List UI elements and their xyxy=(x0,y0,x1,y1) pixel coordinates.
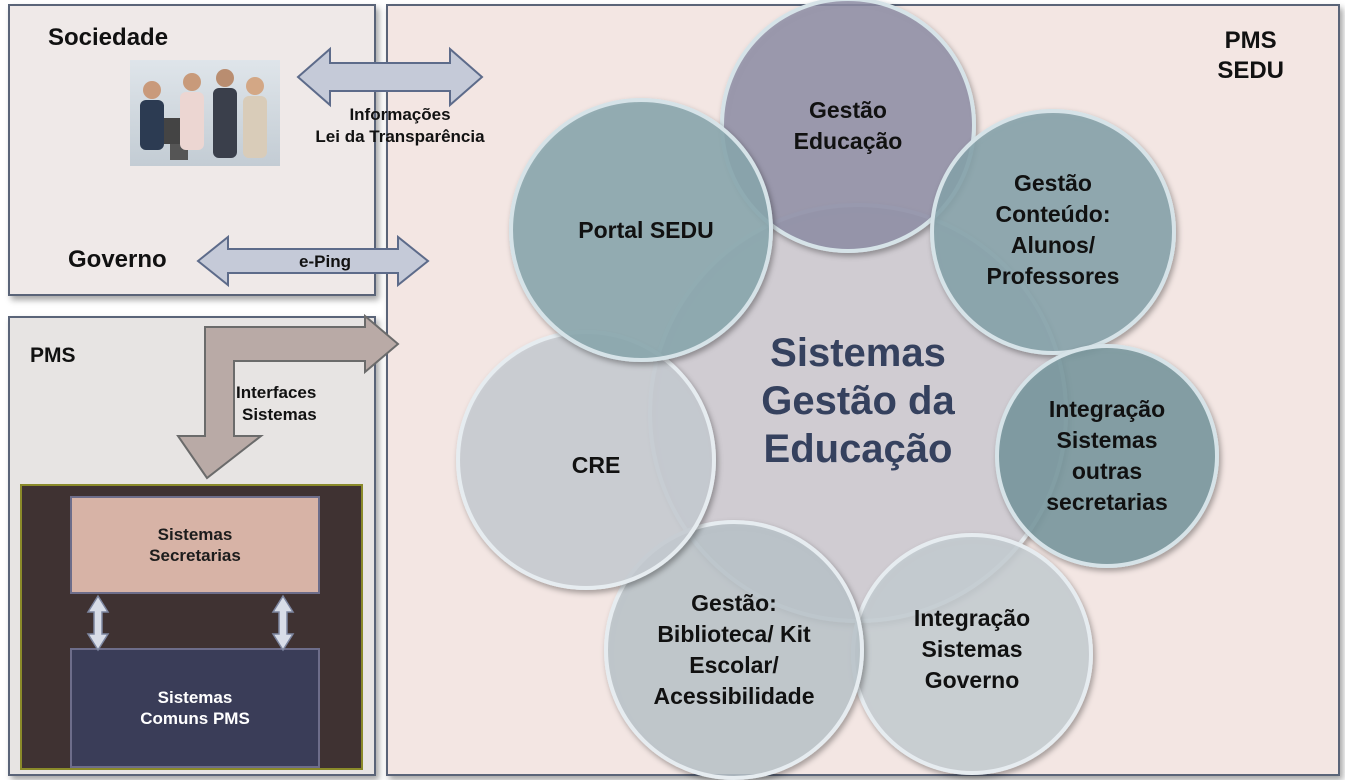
info-line2: Lei da Transparência xyxy=(315,127,485,146)
circle-integracao-secretarias xyxy=(995,344,1219,568)
sedu-title-line2: SEDU xyxy=(1217,57,1284,84)
right-vertical-double-arrow xyxy=(271,594,295,652)
gc-line4: Professores xyxy=(986,263,1120,289)
interfaces-line2: Sistemas xyxy=(242,405,317,424)
sedu-title: PMS SEDU xyxy=(1217,26,1284,86)
center-line2: Gestão da xyxy=(761,379,955,423)
gb-line1: Gestão: xyxy=(691,590,777,616)
gb-line3: Escolar/ xyxy=(689,652,779,678)
center-line3: Educação xyxy=(763,427,953,471)
box-sec-line2: Secretarias xyxy=(149,546,241,565)
informacoes-double-arrow xyxy=(296,46,484,108)
sociedade-label: Sociedade xyxy=(48,24,169,51)
gc-line3: Alunos/ xyxy=(1010,232,1096,258)
eping-label: e-Ping xyxy=(299,252,351,271)
center-line1: Sistemas xyxy=(770,331,946,375)
label-portal-sedu: Portal SEDU xyxy=(546,207,746,253)
is-line1: Integração xyxy=(1048,396,1166,422)
ps-line1: Portal SEDU xyxy=(578,216,714,243)
left-vertical-double-arrow xyxy=(86,594,110,652)
is-line3: outras xyxy=(1071,458,1143,484)
ge-line2: Educação xyxy=(793,128,903,154)
people-icon xyxy=(140,69,267,160)
gc-line1: Gestão xyxy=(1014,170,1092,196)
sociedade-governo-panel: Sociedade Governo xyxy=(8,4,376,296)
circle-gestao-conteudo xyxy=(930,109,1176,355)
gc-line2: Conteúdo: xyxy=(995,201,1111,227)
gb-line2: Biblioteca/ Kit xyxy=(657,621,811,647)
box-com-line2: Comuns PMS xyxy=(140,709,250,728)
gb-line4: Acessibilidade xyxy=(653,683,815,709)
cre-line1: CRE xyxy=(571,451,621,478)
is-line4: secretarias xyxy=(1046,489,1168,515)
box-sec-line1: Sistemas xyxy=(157,525,233,544)
interfaces-bent-arrow xyxy=(176,313,400,480)
box-com-line1: Sistemas xyxy=(157,688,233,707)
ig-line2: Sistemas xyxy=(921,635,1023,662)
ig-line1: Integração xyxy=(913,604,1031,631)
ig-line3: Governo xyxy=(924,666,1020,693)
sedu-title-line1: PMS xyxy=(1224,27,1277,54)
pms-title: PMS xyxy=(30,344,76,367)
ge-line1: Gestão xyxy=(809,97,887,123)
circles-group xyxy=(456,0,1219,780)
info-line1: Informações xyxy=(349,105,451,124)
governo-label: Governo xyxy=(68,246,167,273)
circle-gestao-educacao xyxy=(720,0,976,253)
interfaces-label: Interfaces Sistemas xyxy=(236,382,376,426)
circle-gestao-biblioteca xyxy=(604,520,864,780)
interfaces-line1: Interfaces xyxy=(236,383,317,402)
informacoes-label: Informações Lei da Transparência xyxy=(280,104,520,148)
people-image xyxy=(130,60,280,166)
eping-double-arrow xyxy=(196,234,430,288)
circle-portal-sedu xyxy=(509,98,773,362)
is-line2: Sistemas xyxy=(1056,427,1158,453)
label-cre: CRE xyxy=(536,440,656,490)
